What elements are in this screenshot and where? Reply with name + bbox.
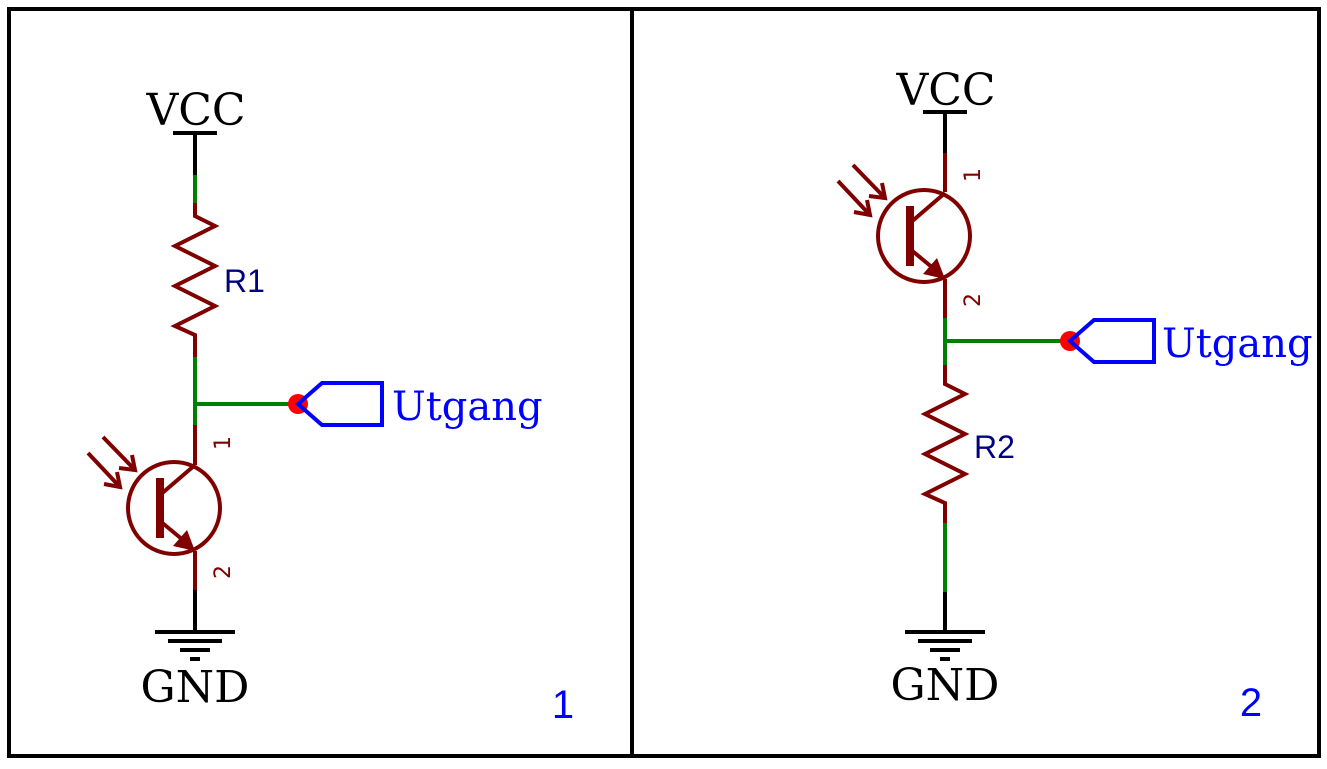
- pin-2-label: 2: [211, 565, 236, 579]
- vcc-label: VCC: [145, 85, 245, 136]
- ground-symbol-icon: [905, 630, 985, 661]
- gnd-label: GND: [141, 662, 250, 713]
- gnd-label: GND: [891, 660, 1000, 711]
- resistor-r1-label: R1: [224, 263, 265, 299]
- output-port-1: [294, 381, 384, 427]
- resistor-r2: [920, 375, 970, 523]
- output-port-2: [1066, 318, 1156, 364]
- panel-1: VCC R1 Utgang 1: [86, 85, 574, 727]
- panel-number: 2: [1240, 681, 1262, 725]
- resistor-r2-label: R2: [974, 429, 1015, 465]
- output-port-label: Utgang: [1162, 321, 1313, 367]
- panel-number: 1: [552, 683, 574, 727]
- ground-symbol-icon: [155, 630, 235, 661]
- pin-1-label: 1: [961, 168, 986, 182]
- output-port-label: Utgang: [392, 384, 543, 430]
- phototransistor-icon: [876, 188, 972, 318]
- vcc-symbol: [923, 110, 967, 153]
- phototransistor-icon: [126, 460, 222, 590]
- panel-2: VCC 1 2 Utgang: [836, 65, 1313, 725]
- vcc-symbol: [173, 131, 217, 175]
- vcc-label: VCC: [895, 65, 995, 116]
- pin-1-label: 1: [211, 436, 236, 450]
- light-arrows-icon: [836, 163, 888, 218]
- resistor-r1: [170, 203, 220, 357]
- pin-2-label: 2: [961, 293, 986, 307]
- light-arrows-icon: [86, 435, 138, 490]
- panel-2-frame: [630, 7, 1321, 758]
